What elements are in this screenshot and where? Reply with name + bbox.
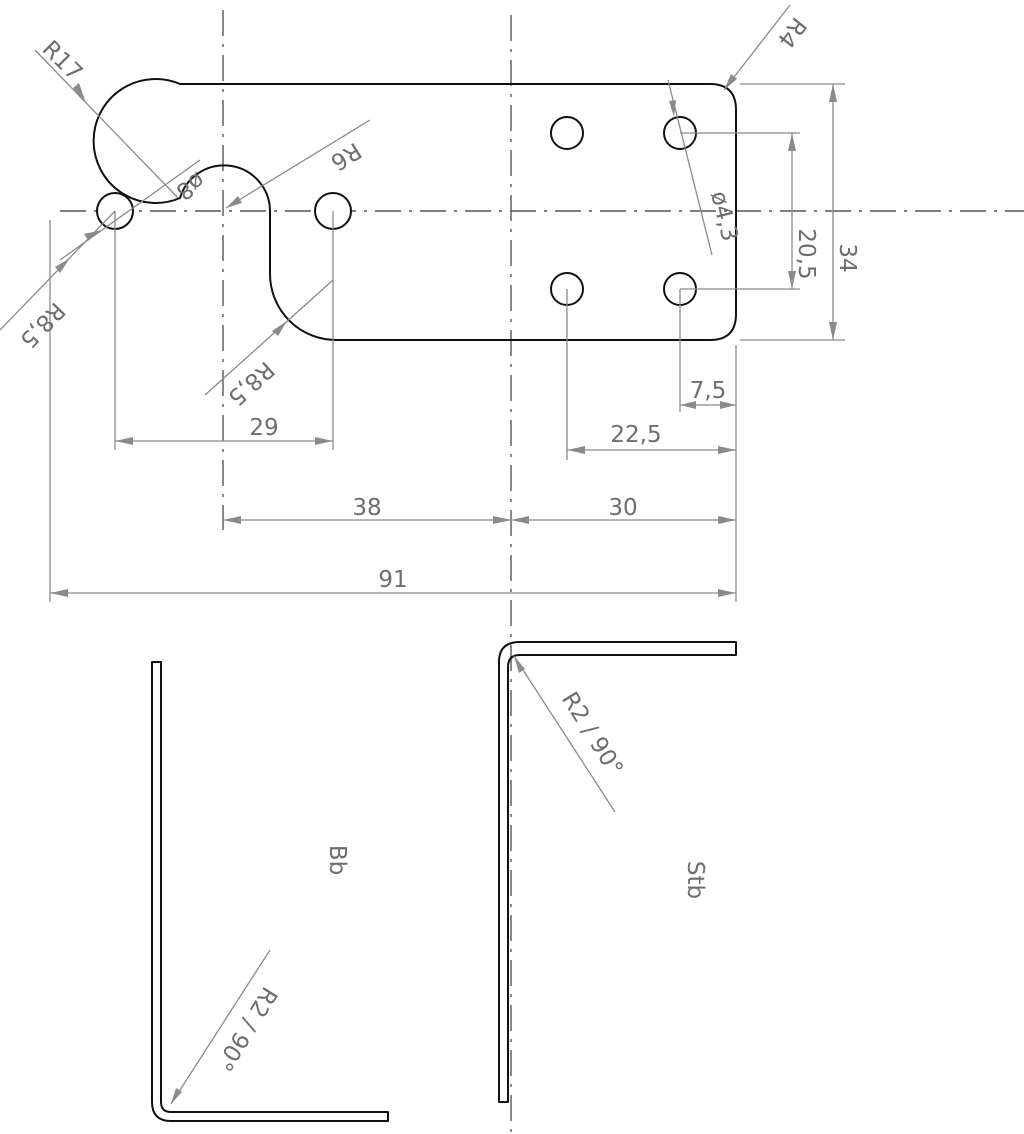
radius-leaders xyxy=(0,4,791,396)
mount-hole-top-left xyxy=(550,116,584,150)
leader-r8-5-inner xyxy=(204,279,334,396)
right-bracket-profile xyxy=(498,641,737,1103)
dim-text-29: 29 xyxy=(249,415,278,441)
left-bracket-profile xyxy=(151,661,389,1122)
center-lines xyxy=(60,10,1024,1134)
dimension-texts: 91 38 30 29 22,5 7,5 34 20,5 R17 R4 R6 R… xyxy=(14,12,860,593)
dim-text-20-5: 20,5 xyxy=(793,228,819,279)
dim-text-38: 38 xyxy=(352,495,381,521)
right-view-label: Stb xyxy=(682,861,708,899)
leader-slot xyxy=(59,159,201,261)
dimension-lines xyxy=(50,84,837,597)
radius-text-r4: R4 xyxy=(772,12,811,52)
right-bend-text: R2 / 90° xyxy=(556,688,628,781)
leader-right-bend xyxy=(513,655,616,813)
radius-text-r8-5-left: R8,5 xyxy=(14,297,69,353)
dim-text-30: 30 xyxy=(608,495,637,521)
leader-r6 xyxy=(225,119,371,209)
dim-text-91: 91 xyxy=(378,567,407,593)
dim-text-7-5: 7,5 xyxy=(690,378,727,404)
radius-text-r6: R6 xyxy=(326,137,366,175)
leader-left-bend xyxy=(170,949,271,1105)
radius-text-r17: R17 xyxy=(37,36,87,86)
left-view-label: Bb xyxy=(324,845,350,875)
part-outline xyxy=(92,78,737,341)
extension-lines xyxy=(49,83,845,602)
leader-hole-dia xyxy=(667,79,713,256)
leader-r4 xyxy=(723,4,791,91)
dim-text-22-5: 22,5 xyxy=(610,422,661,448)
side-view-left: R2 / 90° Bb xyxy=(151,661,389,1122)
left-bend-text: R2 / 90° xyxy=(210,982,282,1075)
leader-r17 xyxy=(34,49,179,199)
radius-text-r8-5-inner: R8,5 xyxy=(222,356,278,410)
side-view-right: R2 / 90° Stb xyxy=(498,641,737,1103)
leader-r8-5-left xyxy=(0,210,116,331)
dim-text-34: 34 xyxy=(834,243,860,272)
